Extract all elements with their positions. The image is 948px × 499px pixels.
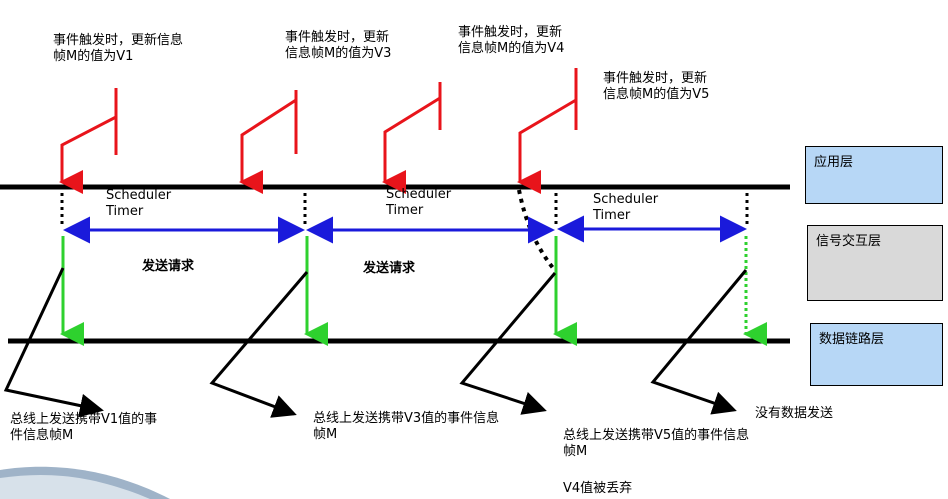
event-trigger-v4: [382, 82, 442, 194]
data-link-layer-label: 数据链路层: [819, 332, 885, 347]
bus-callout-4: [650, 269, 748, 415]
signal-layer-label: 信号交互层: [816, 234, 882, 249]
bus-note-v1: 总线上发送携带V1值的事件信息帧M: [10, 412, 158, 443]
data-link-layer-box: 数据链路层: [810, 323, 943, 386]
bus-note-none: 没有数据发送: [755, 406, 834, 421]
bus-note-v3: 总线上发送携带V3值的事件信息帧M: [313, 411, 500, 442]
signal-layer-box: 信号交互层: [807, 225, 943, 301]
bus-callout-3: [459, 272, 557, 415]
event-label-v5: 事件触发时，更新信息帧M的值为V5: [603, 71, 710, 102]
timer-ticks: [60, 193, 749, 228]
send-request-label-1: 发送请求: [142, 259, 195, 274]
application-layer-box: 应用层: [805, 146, 943, 204]
timer-label-3: Scheduler Timer: [593, 192, 659, 223]
bus-callout-1: [3, 267, 104, 418]
event-trigger-v1: [59, 88, 118, 194]
event-label-v3: 事件触发时，更新信息帧M的值为V3: [285, 30, 392, 61]
timer-label-1: Scheduler Timer: [106, 188, 172, 219]
bus-callout-2: [209, 271, 309, 418]
application-layer-label: 应用层: [814, 155, 854, 170]
send-request-label-2: 发送请求: [363, 261, 416, 276]
event-trigger-v3: [239, 90, 298, 194]
corner-decoration-accent: [0, 474, 150, 499]
bus-note-v5: 总线上发送携带V5值的事件信息帧M: [563, 428, 750, 459]
event-label-v1: 事件触发时，更新信息帧M的值为V1: [53, 33, 184, 64]
discard-note: V4值被丢弃: [563, 481, 633, 496]
timer-label-2: Scheduler Timer: [386, 187, 452, 218]
event-trigger-v5: [517, 68, 578, 194]
event-label-v4: 事件触发时，更新信息帧M的值为V4: [458, 25, 565, 56]
